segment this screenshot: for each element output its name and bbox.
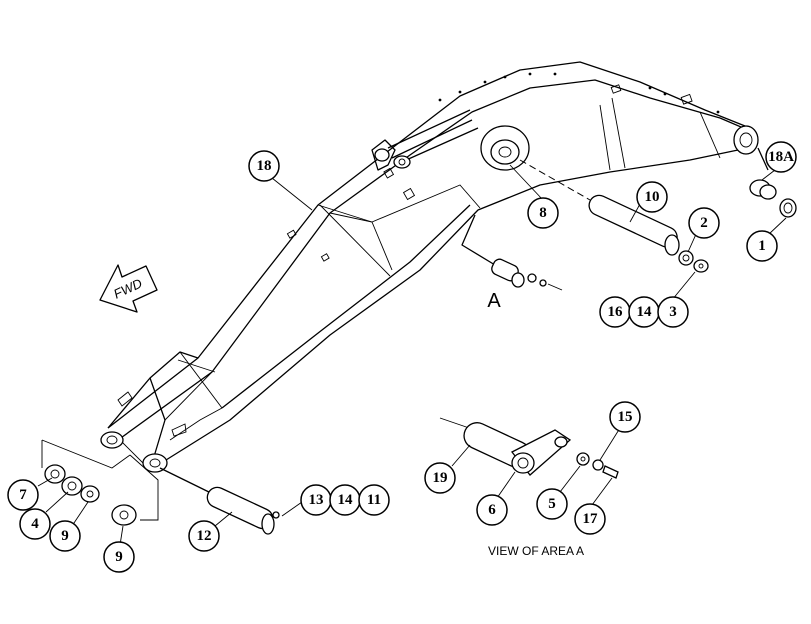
callout-6: 6	[476, 494, 508, 526]
callout-3: 3	[657, 296, 689, 328]
callout-5: 5	[536, 488, 568, 520]
svg-text:12: 12	[197, 528, 212, 544]
callout-18: 18	[248, 150, 280, 182]
callout-17: 17	[574, 503, 606, 535]
svg-text:18A: 18A	[768, 149, 794, 165]
callout-18a: 18A	[765, 141, 797, 173]
area-a-detail: VIEW OF AREA A	[439, 417, 619, 558]
leader-lines	[37, 164, 787, 546]
callout-13: 13	[300, 484, 332, 516]
view-caption: VIEW OF AREA A	[488, 544, 584, 558]
callout-9-left: 9	[49, 520, 81, 552]
callout-2: 2	[688, 207, 720, 239]
svg-text:14: 14	[637, 304, 653, 320]
callout-4: 4	[19, 508, 51, 540]
foot-pin-assembly	[41, 439, 280, 535]
svg-text:15: 15	[618, 409, 633, 425]
callout-12: 12	[188, 520, 220, 552]
svg-text:6: 6	[488, 502, 496, 518]
svg-text:19: 19	[433, 470, 448, 486]
callout-14-upper: 14	[628, 296, 660, 328]
callout-10: 10	[636, 181, 668, 213]
svg-text:1: 1	[758, 238, 766, 254]
callouts: 18 18A 1 8 10 2 16 14	[7, 141, 797, 573]
area-a-group: A	[461, 214, 563, 312]
callout-19: 19	[424, 462, 456, 494]
svg-text:8: 8	[539, 205, 547, 221]
svg-text:13: 13	[309, 492, 324, 508]
svg-text:3: 3	[669, 304, 677, 320]
svg-text:2: 2	[700, 215, 708, 231]
svg-text:18: 18	[257, 158, 272, 174]
callout-11: 11	[358, 484, 390, 516]
boom-body	[100, 61, 759, 473]
svg-text:5: 5	[548, 496, 556, 512]
svg-text:9: 9	[61, 528, 69, 544]
area-a-marker: A	[487, 290, 501, 312]
svg-text:11: 11	[367, 492, 381, 508]
rivet-dots	[438, 72, 720, 114]
callout-7: 7	[7, 479, 39, 511]
svg-text:10: 10	[645, 189, 660, 205]
callout-1: 1	[746, 230, 778, 262]
tip-bushings	[749, 147, 797, 218]
svg-text:4: 4	[31, 516, 39, 532]
callout-8: 8	[527, 197, 559, 229]
callout-16: 16	[599, 296, 631, 328]
fwd-arrow: FWD	[99, 264, 158, 313]
callout-9-lower: 9	[103, 541, 135, 573]
callout-15: 15	[609, 401, 641, 433]
pin-10-assembly	[519, 159, 709, 273]
svg-text:9: 9	[115, 549, 123, 565]
callout-14-lower: 14	[329, 484, 361, 516]
svg-text:17: 17	[583, 511, 599, 527]
svg-text:16: 16	[608, 304, 624, 320]
svg-text:14: 14	[338, 492, 354, 508]
svg-text:7: 7	[19, 487, 27, 503]
